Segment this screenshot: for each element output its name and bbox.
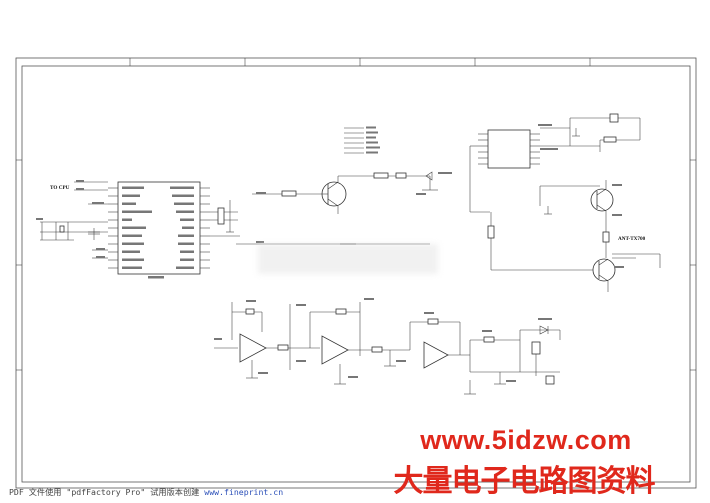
output-transistors: [470, 180, 661, 292]
pdf-footer: PDF 文件使用 "pdfFactory Pro" 试用版本创建 www.fin…: [9, 486, 283, 498]
pdf-footer-link[interactable]: www.fineprint.cn: [204, 487, 284, 497]
to-cpu-label: TO CPU: [50, 185, 70, 191]
drawing-frame: [15, 57, 697, 489]
watermark-title: 大量电子电路图资料: [393, 464, 656, 499]
left-input-wires: [36, 180, 108, 259]
signal-label-stack: [344, 126, 380, 154]
frame-ruler-marks: [16, 58, 696, 371]
ic-cpu-interface: [108, 181, 210, 279]
crystal-area: [210, 200, 240, 237]
transistor-driver: [236, 171, 452, 245]
ic-rf-module: [469, 113, 641, 212]
antenna-label: ANT-TX700: [618, 236, 646, 242]
watermark-url: www.5idzw.com: [420, 425, 632, 455]
amplifier-labels: [214, 298, 552, 382]
drawing-inner-frame: [21, 65, 691, 483]
pdf-footer-text: PDF 文件使用 "pdfFactory Pro" 试用版本创建: [9, 487, 200, 497]
amplifier-chain: [214, 302, 561, 395]
blurred-region: [258, 244, 438, 274]
